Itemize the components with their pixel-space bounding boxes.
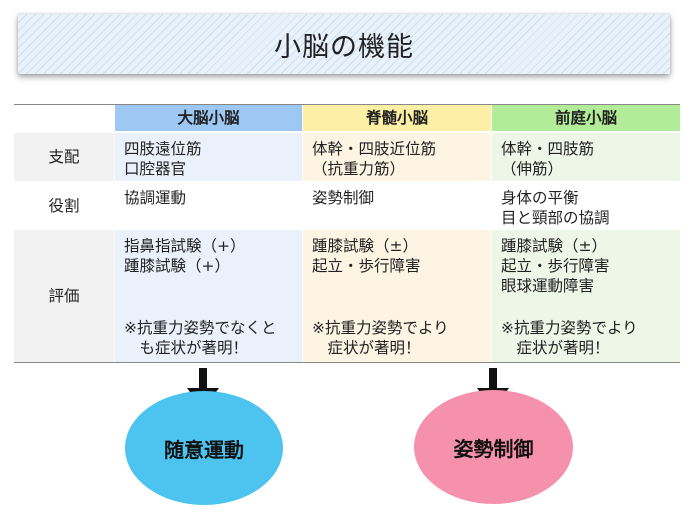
- voluntary-movement-oval: 随意運動: [125, 391, 283, 505]
- note-line: ※抗重力姿勢でより: [501, 319, 638, 337]
- table-cell: 指鼻指試験（+） 踵膝試験（+） ※抗重力姿勢でなくと も症状が著明！: [115, 230, 302, 362]
- header-vestibulocerebellum: 前庭小脳: [492, 105, 680, 131]
- row-label-evaluation: 評価: [14, 230, 114, 362]
- note-line: 症状が著明！: [516, 339, 610, 357]
- row-label-role: 役割: [14, 182, 114, 229]
- cell-line: 体幹・四肢近位筋: [312, 140, 437, 158]
- oval-label: 随意運動: [164, 437, 244, 462]
- title-banner: 小脳の機能: [18, 14, 670, 74]
- table-cell: 踵膝試験（±） 起立・歩行障害 眼球運動障害 ※抗重力姿勢でより 症状が著明！: [492, 230, 680, 362]
- table-cell: 体幹・四肢筋 （伸筋）: [492, 133, 680, 181]
- cell-line: 踵膝試験（+）: [124, 257, 230, 275]
- cell-line: 起立・歩行障害: [501, 257, 610, 275]
- cell-note: ※抗重力姿勢でなくと も症状が著明！: [124, 318, 277, 358]
- table-rule-bottom: [14, 362, 680, 363]
- cell-line: 体幹・四肢筋: [501, 140, 595, 158]
- oval-label: 姿勢制御: [453, 436, 534, 461]
- table-cell: 協調運動: [115, 182, 302, 229]
- posture-control-oval: 姿勢制御: [414, 390, 573, 504]
- note-line: 症状が著明！: [327, 339, 421, 357]
- table-cell: 四肢遠位筋 口腔器官: [115, 133, 302, 181]
- table-cell: 踵膝試験（±） 起立・歩行障害 ※抗重力姿勢でより 症状が著明！: [303, 230, 491, 362]
- header-cerebrocerebellum: 大脳小脳: [115, 105, 302, 131]
- cell-note: ※抗重力姿勢でより 症状が著明！: [501, 318, 638, 358]
- table-cell: 身体の平衡 目と頸部の協調: [492, 182, 680, 229]
- note-line: も症状が著明！: [139, 339, 249, 357]
- table-rule-top: [14, 104, 680, 105]
- cell-line: 姿勢制御: [312, 189, 375, 207]
- note-line: ※抗重力姿勢でなくと: [124, 319, 277, 337]
- cell-line: 指鼻指試験（+）: [124, 237, 246, 255]
- table-cell: 姿勢制御: [303, 182, 491, 229]
- header-spinocerebellum: 脊髄小脳: [303, 105, 491, 131]
- cell-line: 口腔器官: [124, 160, 187, 178]
- cell-line: （伸筋）: [501, 160, 564, 178]
- cell-line: （抗重力筋）: [312, 160, 406, 178]
- cell-line: 目と頸部の協調: [501, 209, 610, 227]
- cell-line: 踵膝試験（±）: [501, 237, 607, 255]
- cell-note: ※抗重力姿勢でより 症状が著明！: [312, 318, 449, 358]
- cell-line: 四肢遠位筋: [124, 140, 202, 158]
- cell-line: 協調運動: [124, 189, 187, 207]
- cell-line: 身体の平衡: [501, 189, 579, 207]
- note-line: ※抗重力姿勢でより: [312, 319, 449, 337]
- cell-line: 起立・歩行障害: [312, 257, 421, 275]
- cell-line: 踵膝試験（±）: [312, 237, 418, 255]
- table-corner: [14, 105, 114, 131]
- row-label-innervation: 支配: [14, 133, 114, 181]
- page-title: 小脳の機能: [274, 31, 414, 63]
- cerebellum-function-table: 大脳小脳 脊髄小脳 前庭小脳 支配 四肢遠位筋 口腔器官 体幹・四肢近位筋 （抗…: [14, 105, 680, 362]
- cell-line: 眼球運動障害: [501, 277, 595, 295]
- table-cell: 体幹・四肢近位筋 （抗重力筋）: [303, 133, 491, 181]
